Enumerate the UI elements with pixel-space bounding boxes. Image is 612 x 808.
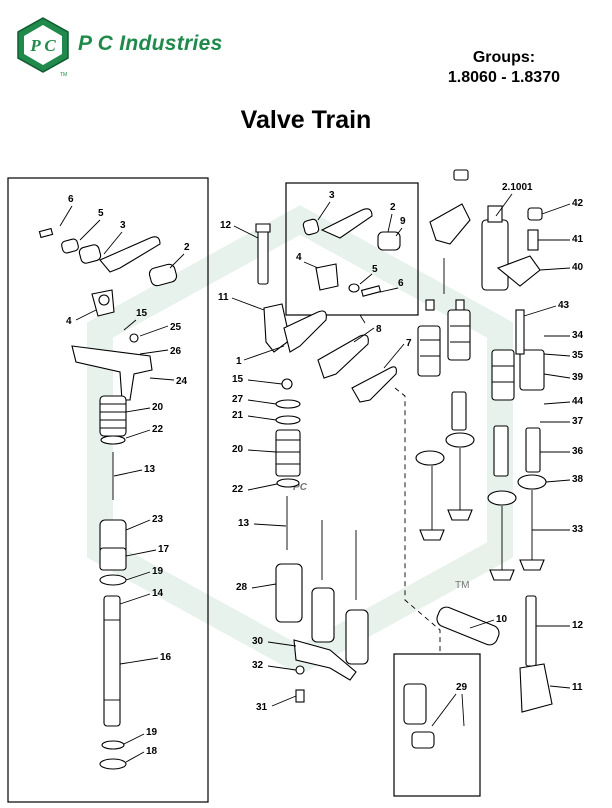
callout-right-11: 11 bbox=[572, 682, 583, 693]
callout-left-26: 26 bbox=[170, 346, 182, 357]
callout-mid-12: 12 bbox=[220, 220, 232, 231]
callout-right-42: 42 bbox=[572, 198, 584, 209]
callout-left-20: 20 bbox=[152, 402, 164, 413]
right-parts bbox=[415, 169, 553, 713]
groups-label: Groups: bbox=[472, 49, 536, 66]
callout-mid-10: 10 bbox=[496, 614, 508, 625]
callout-box-5: 5 bbox=[372, 264, 378, 275]
callout-mid-15: 15 bbox=[232, 374, 244, 385]
callout-right-21001: 2.1001 bbox=[502, 182, 533, 193]
callout-mid-20: 20 bbox=[232, 444, 244, 455]
callout-box-6: 6 bbox=[398, 278, 404, 289]
callout-left-5: 5 bbox=[98, 208, 104, 219]
callout-mid-22: 22 bbox=[232, 484, 244, 495]
callout-left-18: 18 bbox=[146, 746, 158, 757]
callout-right-34: 34 bbox=[572, 330, 584, 341]
callout-mid-31: 31 bbox=[256, 702, 268, 713]
callout-right-38: 38 bbox=[572, 474, 584, 485]
callout-left-13: 13 bbox=[144, 464, 156, 475]
callout-mid-7: 7 bbox=[406, 338, 412, 349]
callout-left-3: 3 bbox=[120, 220, 126, 231]
callout-left-15: 15 bbox=[136, 308, 148, 319]
callout-right-43: 43 bbox=[558, 300, 570, 311]
callout-left-2: 2 bbox=[184, 242, 190, 253]
pc-industries-logo: P C bbox=[17, 17, 69, 73]
callout-right-37: 37 bbox=[572, 416, 584, 427]
callout-mid-27: 27 bbox=[232, 394, 244, 405]
callout-right-41: 41 bbox=[572, 234, 584, 245]
callout-left-4: 4 bbox=[66, 316, 72, 327]
callout-right-33: 33 bbox=[572, 524, 584, 535]
callout-mid-1: 1 bbox=[236, 356, 242, 367]
callout-mid-32: 32 bbox=[252, 660, 264, 671]
logo-letters: P C bbox=[29, 36, 56, 55]
callout-mid-13: 13 bbox=[238, 518, 250, 529]
company-name: P C Industries bbox=[78, 32, 223, 55]
callout-left-16: 16 bbox=[160, 652, 172, 663]
watermark-tm: TM bbox=[455, 580, 469, 591]
follower-detail-box bbox=[393, 653, 481, 797]
callout-box-9: 9 bbox=[400, 216, 406, 227]
logo-tm: TM bbox=[60, 72, 68, 78]
callout-left-24: 24 bbox=[176, 376, 188, 387]
callout-mid-30: 30 bbox=[252, 636, 264, 647]
callout-box-4: 4 bbox=[296, 252, 302, 263]
callout-right-40: 40 bbox=[572, 262, 584, 273]
callout-right-44: 44 bbox=[572, 396, 584, 407]
callout-left-22: 22 bbox=[152, 424, 164, 435]
groups-block: Groups: 1.8060 - 1.8370 bbox=[448, 48, 560, 88]
callout-mid-28: 28 bbox=[236, 582, 248, 593]
left-panel-frame bbox=[7, 177, 209, 803]
callout-right-12: 12 bbox=[572, 620, 584, 631]
callout-right-35: 35 bbox=[572, 350, 584, 361]
callout-mid-29: 29 bbox=[456, 682, 468, 693]
callout-left-19a: 19 bbox=[152, 566, 164, 577]
callout-box-2: 2 bbox=[390, 202, 396, 213]
callout-right-36: 36 bbox=[572, 446, 584, 457]
callout-box-3: 3 bbox=[329, 190, 335, 201]
callout-mid-11: 11 bbox=[218, 292, 229, 303]
callout-mid-8: 8 bbox=[376, 324, 382, 335]
middle-parts bbox=[255, 223, 500, 749]
page-title: Valve Train bbox=[240, 106, 372, 134]
callout-left-23: 23 bbox=[152, 514, 164, 525]
rocker-detail-box bbox=[285, 182, 419, 316]
callout-left-17: 17 bbox=[158, 544, 170, 555]
rocker-box-parts bbox=[302, 208, 401, 297]
callout-left-6: 6 bbox=[68, 194, 74, 205]
callout-left-25: 25 bbox=[170, 322, 182, 333]
callout-left-19b: 19 bbox=[146, 727, 158, 738]
svg-text:PC: PC bbox=[293, 482, 308, 493]
callout-left-14: 14 bbox=[152, 588, 164, 599]
left-panel-parts bbox=[38, 227, 178, 770]
callout-right-39: 39 bbox=[572, 372, 584, 383]
callout-mid-21: 21 bbox=[232, 410, 244, 421]
groups-range: 1.8060 - 1.8370 bbox=[447, 69, 560, 86]
valve-train-diagram: PC TM bbox=[7, 169, 584, 803]
